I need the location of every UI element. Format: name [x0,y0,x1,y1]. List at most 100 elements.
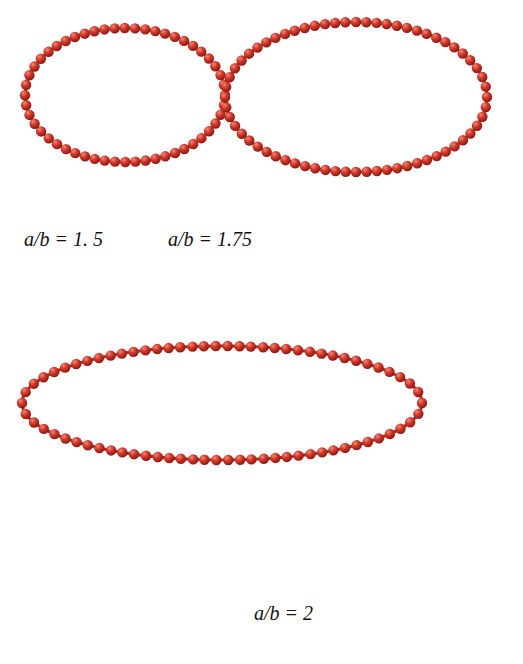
bead [89,26,99,36]
bead [244,48,254,58]
bead [481,102,491,112]
bead [38,372,48,382]
bead [29,119,39,129]
bead [211,455,221,465]
bead [362,359,372,369]
bead [341,167,351,177]
bead [449,42,459,52]
bead-string [25,28,225,162]
bead [412,25,422,35]
bead [300,161,310,171]
bead [160,151,170,161]
bead [141,451,151,461]
bead [316,348,326,358]
bead [49,429,59,439]
bead [105,350,115,360]
bead [140,24,150,34]
bead [44,133,54,143]
bead [150,154,160,164]
bead [405,378,415,388]
bead [458,135,468,145]
bead [372,166,382,176]
bead [150,26,160,36]
bead [230,121,240,131]
bead [119,23,129,33]
bead [80,151,90,161]
bead [440,37,450,47]
bead [109,23,119,33]
bead [340,443,350,453]
bead [99,24,109,34]
bead [385,429,395,439]
bead [94,443,104,453]
bead [281,344,291,354]
bead [374,433,384,443]
bead [128,347,138,357]
bead [188,139,198,149]
bead [320,19,330,29]
bead [270,343,280,353]
bead [71,359,81,369]
bead [61,144,71,154]
bead [449,141,459,151]
bead [130,23,140,33]
bead [339,353,349,363]
bead [60,362,70,372]
bead [261,147,271,157]
bead [246,454,256,464]
bead [21,100,31,110]
bead [317,447,327,457]
bead [482,92,492,102]
bead [170,32,180,42]
bead [21,409,31,419]
bead [300,23,310,33]
bead [196,46,206,56]
bead [290,158,300,168]
bead [179,144,189,154]
bead [310,21,320,31]
bead [71,437,81,447]
bead [392,21,402,31]
bead [440,146,450,156]
bead [129,449,139,459]
bead [477,112,487,122]
bead [382,165,392,175]
bead [223,455,233,465]
bead [110,156,120,166]
bead [106,445,116,455]
bead [330,166,340,176]
bead [253,141,263,151]
bead [405,417,415,427]
bead [221,82,231,92]
bead [361,17,371,27]
bead-string [225,22,487,172]
bead [280,155,290,165]
bead [49,367,59,377]
bead [70,32,80,42]
bead [80,28,90,38]
bead [282,452,292,462]
bead [373,362,383,372]
bead [261,37,271,47]
bead [305,449,315,459]
bead [330,18,340,28]
bead-string [22,346,422,460]
bead [140,345,150,355]
bead [210,61,220,71]
bead [270,33,280,43]
bead [179,36,189,46]
ratio-label: a/b = 1.75 [168,228,252,251]
bead [235,455,245,465]
bead [384,367,394,377]
bead [29,417,39,427]
bead [270,453,280,463]
bead [280,29,290,39]
bead [351,17,361,27]
bead [252,42,262,52]
bead [140,155,150,165]
bead [163,343,173,353]
bead [477,72,487,82]
bead [52,41,62,51]
bead [20,387,30,397]
bead [234,341,244,351]
